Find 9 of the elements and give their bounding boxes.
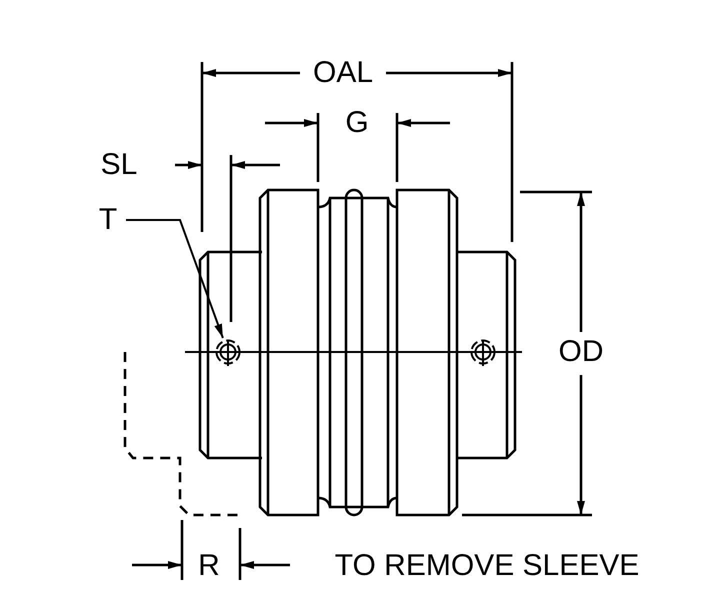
leader-line xyxy=(126,219,224,338)
dimension-label: R xyxy=(198,549,220,583)
set-screw-icon xyxy=(214,338,242,366)
dimension-label: OD xyxy=(558,335,604,369)
dimension-label: SL xyxy=(100,148,138,182)
callout-label: T xyxy=(98,203,118,237)
dimension-label: OAL xyxy=(312,56,374,90)
dimension-label: TO REMOVE SLEEVE xyxy=(334,549,640,583)
dimension-label: G xyxy=(345,106,369,140)
